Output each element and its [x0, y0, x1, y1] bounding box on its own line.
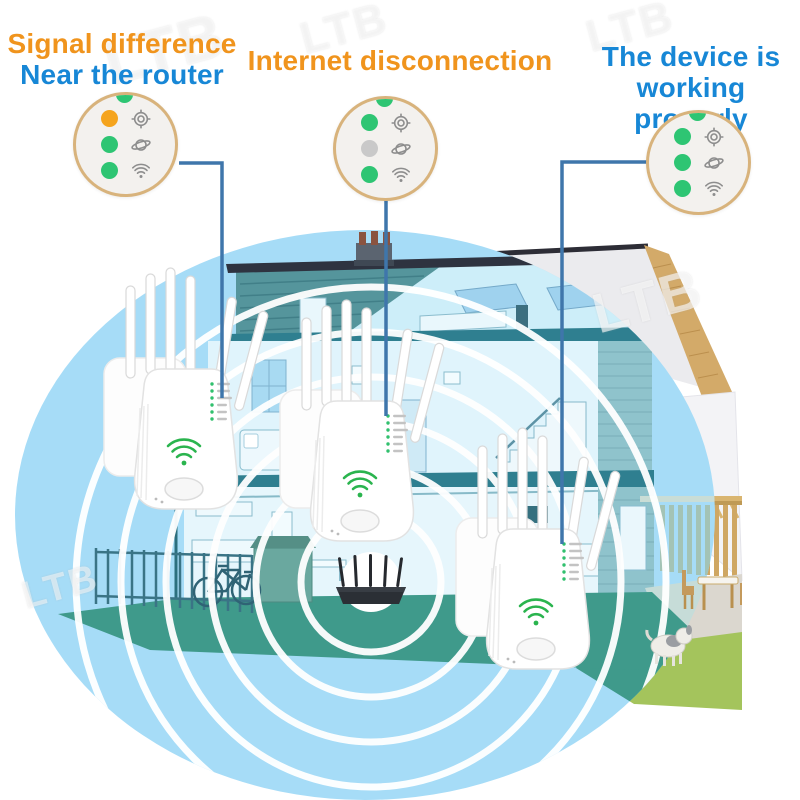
title-line: Internet disconnection [247, 45, 553, 76]
led-row [76, 109, 175, 129]
attic-desk [419, 310, 507, 333]
led-status-badge-2 [333, 96, 438, 201]
led-row [336, 113, 435, 133]
led-row [76, 136, 175, 154]
dog [645, 625, 693, 666]
partial-led [689, 113, 706, 121]
title-line: The device is [601, 41, 781, 72]
partial-led [376, 99, 393, 107]
leader-lines [179, 160, 647, 544]
led-row [649, 154, 748, 172]
wifi-icon [131, 161, 151, 181]
partial-led [116, 95, 133, 103]
signal-target-icon [704, 127, 724, 147]
callout-title-2: Internet disconnection [234, 45, 566, 76]
status-led [361, 166, 378, 183]
status-led [101, 110, 118, 127]
wifi-icon [704, 179, 724, 199]
brick-gable [644, 245, 733, 402]
callout-title-3: The device is working properly [576, 41, 800, 134]
status-led [101, 162, 118, 179]
led-row [76, 162, 175, 180]
status-led [361, 140, 378, 157]
led-status-badge-1 [73, 92, 178, 197]
garden-table-set [682, 570, 742, 610]
led-row [336, 166, 435, 184]
status-led [674, 128, 691, 145]
chimney [354, 231, 394, 266]
title-line: Near the router [20, 59, 224, 90]
led-row [649, 180, 748, 198]
status-led [101, 136, 118, 153]
planet-icon [391, 139, 411, 159]
callout-title-1: Signal difference Near the router [4, 28, 240, 90]
status-led [674, 180, 691, 197]
leader-line-1 [179, 161, 224, 398]
status-led [361, 114, 378, 131]
signal-target-icon [131, 109, 151, 129]
main-router [336, 552, 406, 612]
leader-line-3 [560, 160, 647, 544]
planet-icon [704, 153, 724, 173]
status-led [674, 154, 691, 171]
title-line: Signal difference [7, 28, 237, 59]
led-row [649, 127, 748, 147]
led-status-badge-3 [646, 110, 751, 215]
wifi-icon [391, 165, 411, 185]
planet-icon [131, 135, 151, 155]
signal-target-icon [391, 113, 411, 133]
back-door [619, 505, 647, 571]
led-row [336, 140, 435, 158]
